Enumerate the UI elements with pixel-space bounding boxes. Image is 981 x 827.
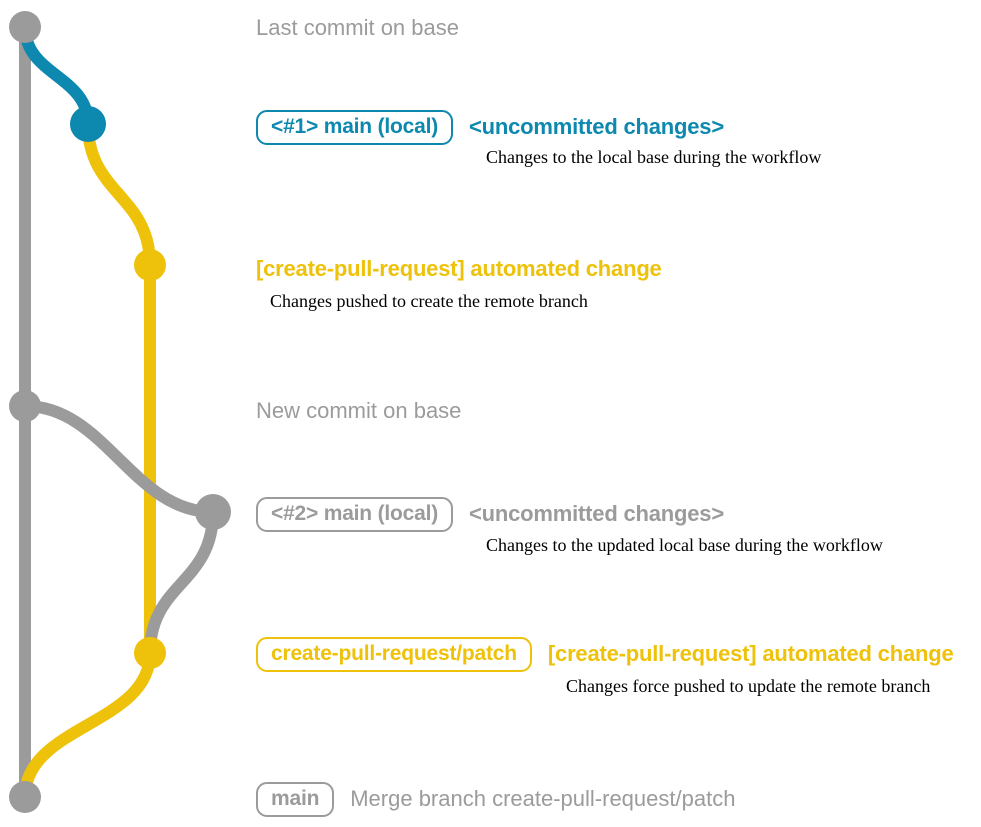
local-commit-1-node[interactable] [70, 106, 106, 142]
row-new-commit-on-base: New commit on base [256, 397, 461, 425]
uncommitted-changes-label-1: <uncommitted changes> [469, 114, 724, 139]
remote-merge-link [19, 647, 156, 803]
local-commit-2-node[interactable] [195, 494, 231, 530]
row-local-commit-1: <#1> main (local) <uncommitted changes> [256, 109, 724, 145]
remote-branch-1-link [82, 118, 156, 659]
row-merge-commit: main Merge branch create-pull-request/pa… [256, 781, 736, 817]
branch-badge-remote-patch[interactable]: create-pull-request/patch [256, 636, 532, 672]
local-to-remote-2-link [144, 506, 219, 659]
remote-commit-2-description: Changes force pushed to update the remot… [566, 676, 931, 696]
branch-badge-local-1[interactable]: <#1> main (local) [256, 109, 454, 145]
row-remote-commit-2: create-pull-request/patch [create-pull-r… [256, 636, 954, 672]
new-commit-on-base-label: New commit on base [256, 398, 462, 423]
remote-commit-1-description: Changes pushed to create the remote bran… [270, 291, 588, 311]
base-last-commit-node[interactable] [9, 11, 41, 43]
base-merge-commit-node[interactable] [9, 781, 41, 813]
local-branch-2-link [19, 400, 219, 518]
base-new-commit-node[interactable] [9, 390, 41, 422]
row-local-commit-2: <#2> main (local) <uncommitted changes> [256, 496, 724, 532]
last-commit-on-base-label: Last commit on base [256, 15, 459, 40]
local-commit-2-description: Changes to the updated local base during… [486, 535, 883, 555]
remote-commit-2-node[interactable] [134, 637, 166, 669]
row-remote-commit-1: [create-pull-request] automated change [256, 255, 662, 283]
uncommitted-changes-label-2: <uncommitted changes> [469, 501, 724, 526]
remote-commit-1-label: [create-pull-request] automated change [256, 256, 662, 281]
branch-badge-main[interactable]: main [256, 781, 335, 817]
remote-commit-1-node[interactable] [134, 249, 166, 281]
remote-commit-2-label: [create-pull-request] automated change [547, 641, 954, 666]
merge-commit-label: Merge branch create-pull-request/patch [350, 786, 736, 811]
row-last-commit-on-base: Last commit on base [256, 14, 459, 42]
local-commit-1-description: Changes to the local base during the wor… [486, 147, 822, 167]
branch-badge-local-2[interactable]: <#2> main (local) [256, 496, 454, 532]
